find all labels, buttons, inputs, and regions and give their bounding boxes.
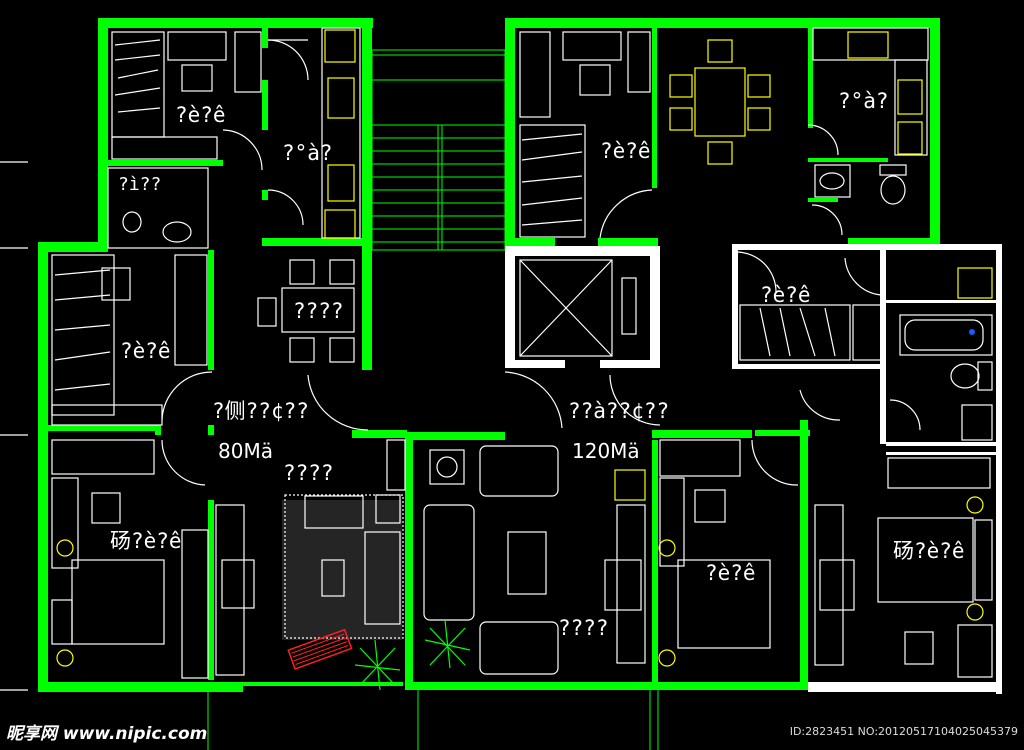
label-area-left: 80Mä [218, 439, 273, 463]
label-dining-left: ???? [293, 299, 344, 323]
bathroom-right [739, 267, 993, 441]
kitchen-right [812, 27, 929, 205]
label-living-right: ???? [558, 616, 609, 640]
dining-right [669, 39, 771, 165]
master-bedroom-right [814, 457, 993, 678]
bottom-lines [207, 690, 659, 750]
label-kitchen-top-left: ?°à? [282, 141, 333, 165]
bed-left [51, 254, 208, 426]
living-right [423, 445, 646, 675]
master-bedroom-left [51, 439, 209, 679]
dimension-ticks [0, 161, 28, 691]
label-unit-left: ?侧??¢?? [212, 399, 309, 423]
door-swings [161, 39, 921, 486]
label-study-right: ?è?ê [760, 283, 811, 307]
label-master-left: 砀?è?ê [110, 529, 182, 553]
label-bath-top-left: ?ì?? [118, 174, 161, 195]
dining-left [257, 259, 355, 363]
label-master-right: 砀?è?ê [893, 539, 965, 563]
label-bedroom-mid-right: ?è?ê [705, 561, 756, 585]
elevator [519, 259, 637, 357]
label-bedroom-top-right: ?è?ê [600, 139, 651, 163]
label-bedroom-top-left: ?è?ê [175, 103, 226, 127]
walls-white [505, 244, 1002, 694]
label-unit-right: ??à??¢?? [568, 399, 669, 423]
bed-top-right [519, 31, 651, 238]
image-id: ID:2823451 NO:20120517104025045379 [789, 725, 1018, 738]
watermark: 昵享网 www.nipic.com [6, 724, 208, 744]
walls [38, 18, 940, 692]
label-kitchen-top-right: ?°à? [838, 89, 889, 113]
bed-top-left [111, 31, 262, 160]
label-bedroom-left: ?è?ê [120, 339, 171, 363]
kitchen-left [321, 27, 361, 239]
bedroom-mid-right [658, 439, 771, 667]
living-left [215, 439, 406, 691]
bathroom-left [107, 167, 209, 249]
staircase [371, 49, 506, 251]
label-area-right: 120Mä [572, 439, 640, 463]
label-living-left: ???? [283, 461, 334, 485]
